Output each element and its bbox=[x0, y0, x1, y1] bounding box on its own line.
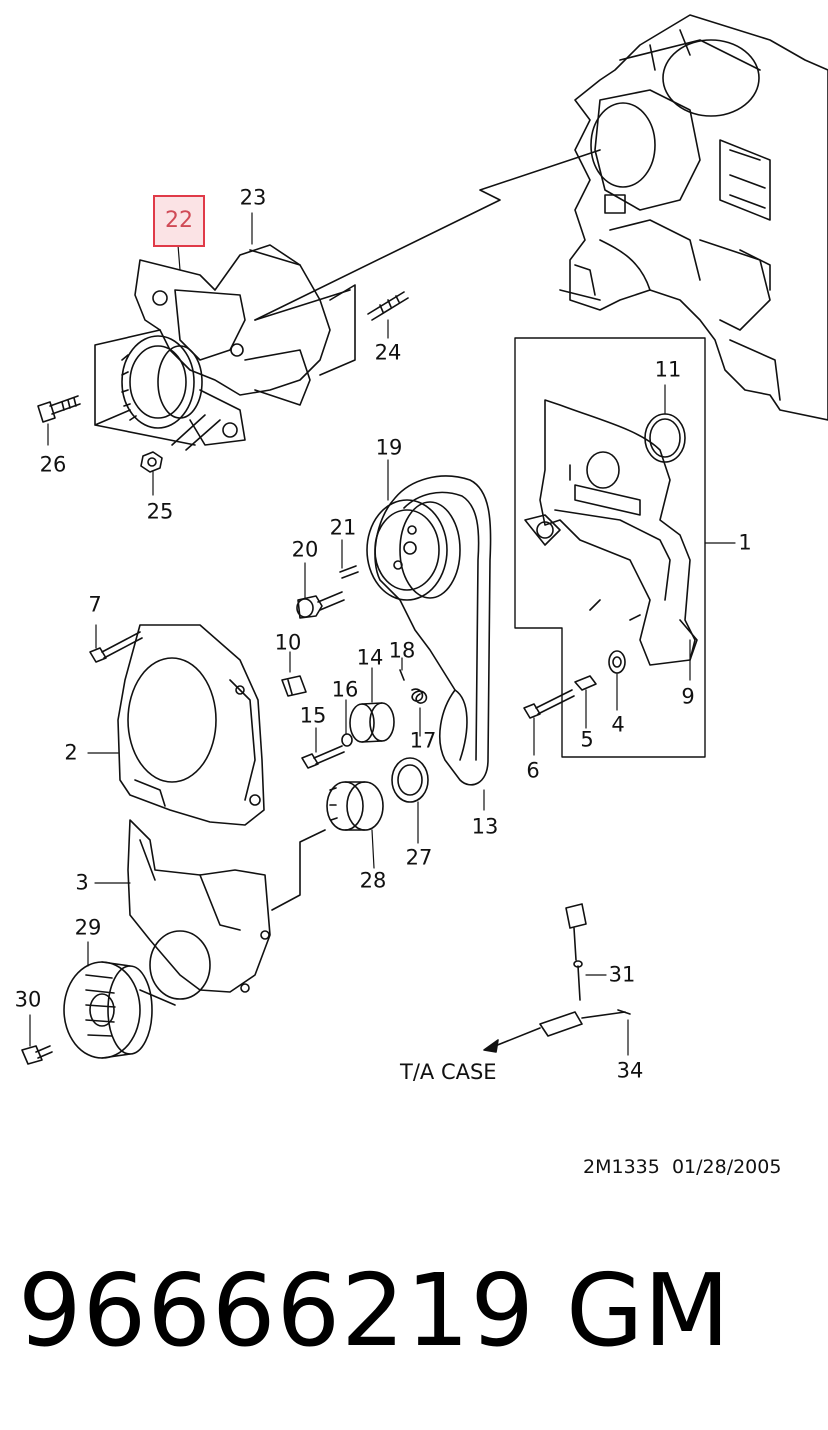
diagram-stamp: 2M1335 01/28/2005 bbox=[583, 1156, 781, 1178]
callout-13: 13 bbox=[471, 814, 499, 839]
callout-16: 16 bbox=[331, 677, 359, 702]
callout-28: 28 bbox=[359, 868, 387, 893]
idler-10 bbox=[281, 675, 307, 697]
ta-case-label: T/A CASE bbox=[400, 1060, 497, 1084]
lower-front-cover bbox=[127, 819, 271, 1000]
callout-14: 14 bbox=[356, 645, 384, 670]
part-number: 96666219 bbox=[18, 1252, 535, 1369]
leader-lines bbox=[29, 212, 736, 1056]
pin-21 bbox=[339, 565, 359, 579]
callout-7: 7 bbox=[88, 592, 102, 617]
callout-15: 15 bbox=[299, 703, 327, 728]
brand-name: GM bbox=[566, 1252, 730, 1369]
bolt-26 bbox=[37, 395, 81, 423]
callout-29: 29 bbox=[74, 915, 102, 940]
callout-22-highlighted[interactable]: 22 bbox=[153, 195, 205, 247]
bolt-7 bbox=[89, 631, 143, 663]
callout-25: 25 bbox=[146, 499, 174, 524]
rear-timing-cover bbox=[524, 399, 698, 666]
crankshaft-sprocket bbox=[326, 781, 384, 831]
callout-21: 21 bbox=[329, 515, 357, 540]
oil-seal-27 bbox=[391, 757, 429, 803]
pin-5 bbox=[574, 675, 597, 691]
callout-6: 6 bbox=[526, 758, 540, 783]
ta-case-arrow bbox=[489, 1027, 541, 1049]
diagram-code: 2M1335 bbox=[583, 1156, 660, 1178]
water-pump bbox=[134, 244, 351, 446]
callout-23: 23 bbox=[239, 185, 267, 210]
bolt-6 bbox=[523, 689, 575, 719]
callout-31: 31 bbox=[608, 962, 636, 987]
camshaft-sprocket bbox=[366, 499, 461, 601]
callout-17: 17 bbox=[409, 728, 437, 753]
callout-19: 19 bbox=[375, 435, 403, 460]
callout-4: 4 bbox=[611, 712, 625, 737]
callout-20: 20 bbox=[291, 537, 319, 562]
bolt-20 bbox=[296, 591, 345, 619]
timing-belt bbox=[374, 475, 492, 786]
callout-5: 5 bbox=[580, 727, 594, 752]
stud-24 bbox=[367, 291, 409, 321]
callout-11: 11 bbox=[654, 357, 682, 382]
callout-3: 3 bbox=[75, 870, 89, 895]
callout-26: 26 bbox=[39, 452, 67, 477]
exploded-parts-diagram bbox=[21, 14, 828, 1065]
bolt-30 bbox=[21, 1045, 53, 1065]
callout-9: 9 bbox=[681, 684, 695, 709]
seal-11 bbox=[644, 413, 686, 463]
callout-18: 18 bbox=[388, 638, 416, 663]
pin-18 bbox=[399, 669, 405, 681]
nut-25 bbox=[140, 451, 163, 473]
crank-position-sensor bbox=[539, 903, 631, 1037]
bolt-15 bbox=[301, 745, 345, 769]
upper-front-cover bbox=[117, 624, 265, 826]
callout-10: 10 bbox=[274, 630, 302, 655]
engine-block bbox=[559, 14, 828, 421]
callout-1: 1 bbox=[738, 530, 752, 555]
callout-2: 2 bbox=[64, 740, 78, 765]
washer-4 bbox=[608, 650, 626, 674]
callout-30: 30 bbox=[14, 987, 42, 1012]
crankshaft-pulley bbox=[63, 961, 153, 1059]
pump-sprocket bbox=[121, 335, 203, 429]
callout-34: 34 bbox=[616, 1058, 644, 1083]
tensioner bbox=[341, 702, 395, 747]
diagram-date: 01/28/2005 bbox=[671, 1156, 782, 1178]
callout-27: 27 bbox=[405, 845, 433, 870]
spring-17 bbox=[411, 688, 428, 704]
callout-24: 24 bbox=[374, 340, 402, 365]
